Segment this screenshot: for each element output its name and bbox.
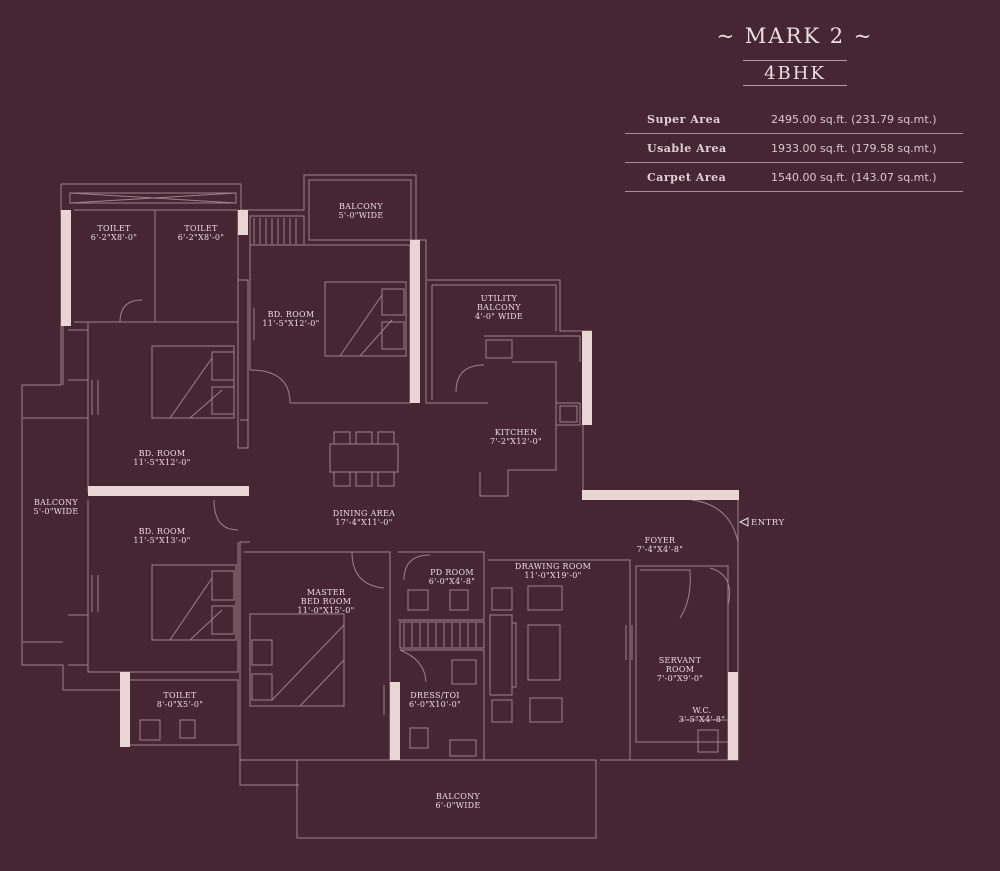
servant-name2: ROOM xyxy=(666,665,695,674)
dining-name: DINING AREA xyxy=(333,509,395,518)
wc-size: 3'-5"X4'-8" xyxy=(679,715,726,724)
master-name2: BED ROOM xyxy=(301,597,351,606)
area-value: 1933.00 sq.ft. (179.58 sq.mt.) xyxy=(771,133,963,163)
area-label: Super Area xyxy=(625,105,771,134)
bd-room-top-size: 11'-5"X12'-0" xyxy=(262,319,319,328)
master-size: 11'-0"X15'-0" xyxy=(297,606,354,615)
bd-room-lower-size: 11'-5"X13'-0" xyxy=(133,536,190,545)
utility-name2: BALCONY xyxy=(477,303,521,312)
foyer-size: 7'-4"X4'-8" xyxy=(637,545,684,554)
servant-size: 7'-0"X9'-0" xyxy=(657,674,704,683)
drawing-room-name: DRAWING ROOM xyxy=(515,562,591,571)
entry-label: ENTRY xyxy=(751,518,785,528)
foyer-name: FOYER xyxy=(645,536,676,545)
toilet-1-size: 6'-2"X8'-0" xyxy=(91,233,138,242)
kitchen-size: 7'-2"X12'-0" xyxy=(490,437,542,446)
balcony-bottom-size: 6'-0"WIDE xyxy=(435,801,480,810)
toilet-2-name: TOILET xyxy=(184,224,218,233)
plan-walls xyxy=(61,210,739,760)
bd-room-left-size: 11'-5"X12'-0" xyxy=(133,458,190,467)
plan-partitions xyxy=(237,279,249,449)
toilet-3-name: TOILET xyxy=(163,691,197,700)
unit-type: 4BHK xyxy=(764,63,826,84)
toilet-3-size: 8'-0"X5'-0" xyxy=(157,700,204,709)
bd-room-left-name: BD. ROOM xyxy=(139,449,186,458)
wc-name: W.C. xyxy=(693,706,712,715)
dining-size: 17'-4"X11'-0" xyxy=(335,518,392,527)
area-value: 2495.00 sq.ft. (231.79 sq.mt.) xyxy=(771,105,963,134)
entry-arrow-icon xyxy=(738,517,749,527)
servant-name: SERVANT xyxy=(659,656,702,665)
toilet-1-name: TOILET xyxy=(97,224,131,233)
area-table: Super Area 2495.00 sq.ft. (231.79 sq.mt.… xyxy=(625,105,963,192)
room-labels: TOILET 6'-2"X8'-0" TOILET 6'-2"X8'-0" BA… xyxy=(33,202,725,810)
balcony-left-name: BALCONY xyxy=(34,498,78,507)
dress-size: 6'-0"X10'-0" xyxy=(409,700,461,709)
bd-room-lower-name: BD. ROOM xyxy=(139,527,186,536)
plan-header: ~ MARK 2 ~ 4BHK xyxy=(700,24,890,86)
bd-room-top-name: BD. ROOM xyxy=(268,310,315,319)
kitchen-name: KITCHEN xyxy=(495,428,538,437)
balcony-left-size: 5'-0"WIDE xyxy=(33,507,78,516)
utility-size: 4'-0" WIDE xyxy=(475,312,523,321)
balcony-bottom-name: BALCONY xyxy=(436,792,480,801)
dress-name: DRESS/TOI xyxy=(410,691,460,700)
plan-title: ~ MARK 2 ~ xyxy=(716,24,874,48)
area-row-carpet: Carpet Area 1540.00 sq.ft. (143.07 sq.mt… xyxy=(625,162,963,192)
area-value: 1540.00 sq.ft. (143.07 sq.mt.) xyxy=(771,162,963,192)
master-name: MASTER xyxy=(307,588,346,597)
area-label: Usable Area xyxy=(625,133,771,163)
balcony-top-name: BALCONY xyxy=(339,202,383,211)
drawing-room-size: 11'-0"X19'-0" xyxy=(524,571,581,580)
balcony-top-size: 5'-0"WIDE xyxy=(338,211,383,220)
area-row-usable: Usable Area 1933.00 sq.ft. (179.58 sq.mt… xyxy=(625,133,963,163)
unit-type-box: 4BHK xyxy=(743,60,847,86)
utility-name: UTILITY xyxy=(481,294,518,303)
area-label: Carpet Area xyxy=(625,162,771,192)
area-row-super: Super Area 2495.00 sq.ft. (231.79 sq.mt.… xyxy=(625,105,963,134)
pd-room-size: 6'-0"X4'-8" xyxy=(429,577,476,586)
toilet-2-size: 6'-2"X8'-0" xyxy=(178,233,225,242)
pd-room-name: PD ROOM xyxy=(430,568,474,577)
